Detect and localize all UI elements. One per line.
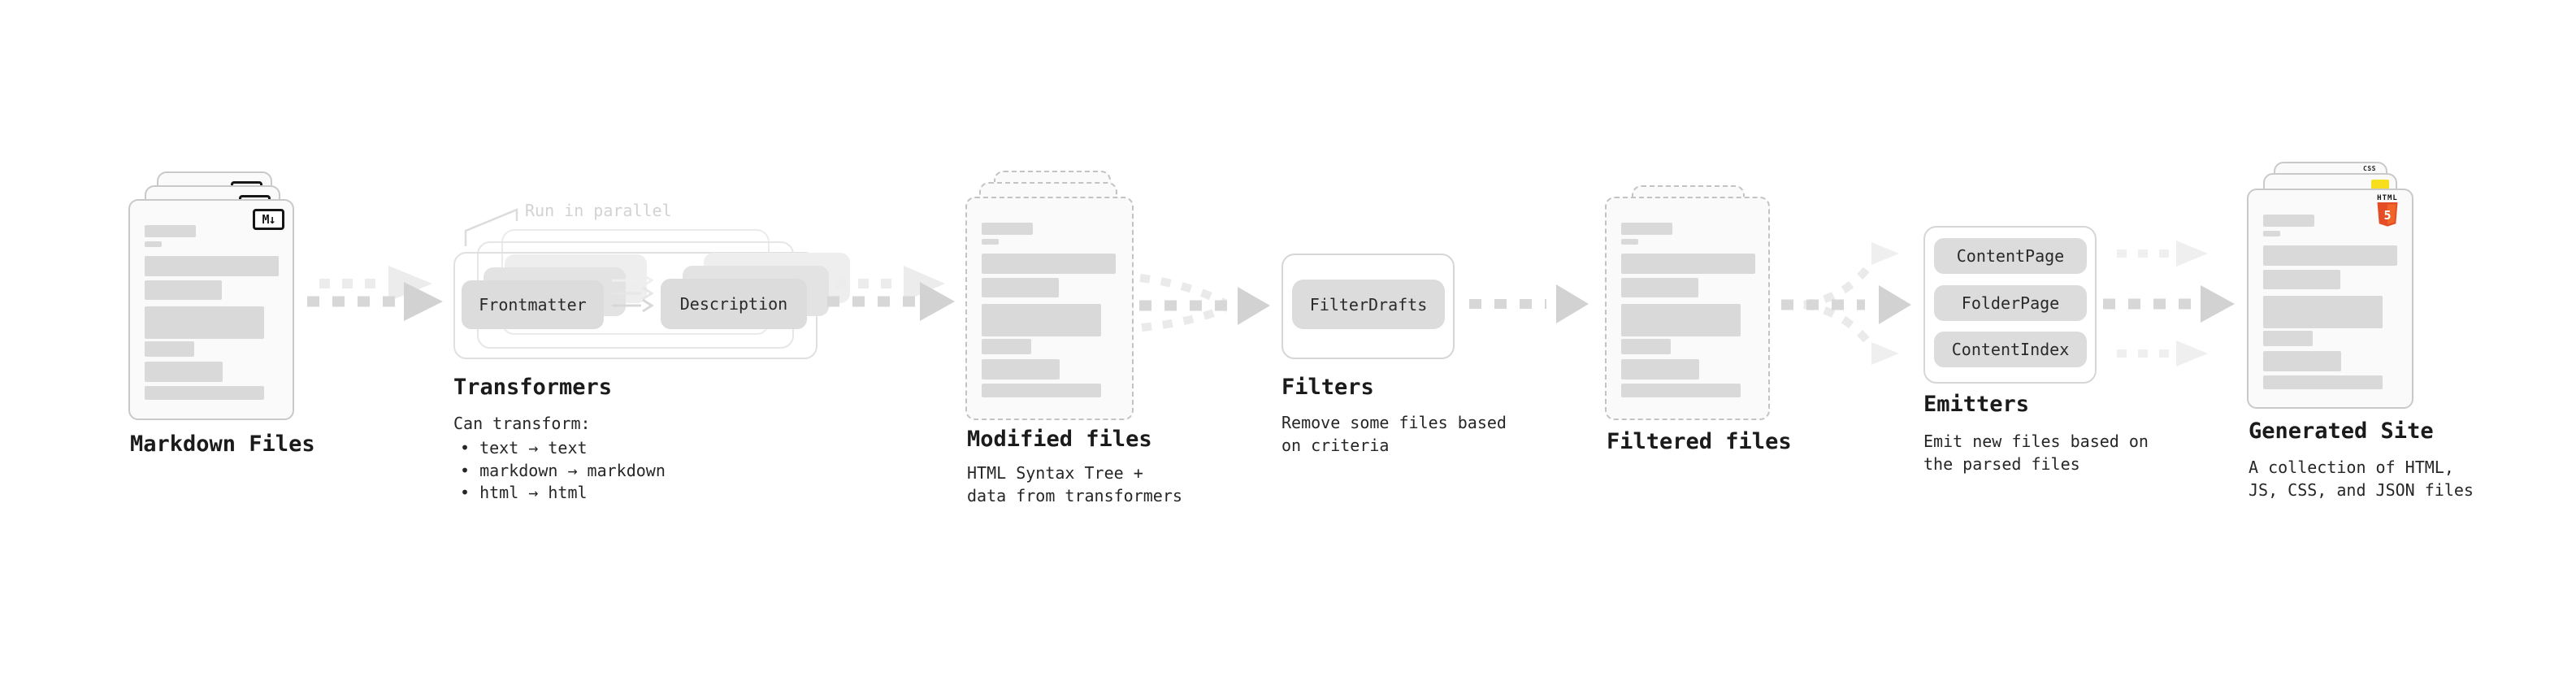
caption-line: data from transformers bbox=[967, 485, 1182, 505]
description-transformer-pill: Description bbox=[661, 279, 807, 329]
placeholder-bar bbox=[1621, 304, 1741, 336]
placeholder-bar bbox=[1621, 339, 1671, 354]
html5-icon: HTML 5 bbox=[2373, 194, 2402, 227]
placeholder-bar bbox=[982, 278, 1059, 297]
placeholder-bar bbox=[2263, 331, 2313, 346]
filterdrafts-pill: FilterDrafts bbox=[1292, 280, 1445, 329]
html5-shield: 5 bbox=[2377, 202, 2398, 227]
placeholder-bar bbox=[2263, 215, 2314, 227]
caption-line: the parsed files bbox=[1923, 453, 2080, 474]
transformer-bullet: • markdown → markdown bbox=[460, 460, 666, 480]
placeholder-bar bbox=[2263, 245, 2397, 266]
placeholder-bar bbox=[2263, 231, 2280, 236]
transformers-heading: Transformers bbox=[453, 375, 613, 400]
placeholder-bar bbox=[1621, 239, 1638, 245]
transformers-caption-title: Can transform: bbox=[453, 414, 591, 433]
generated-site-label: Generated Site bbox=[2249, 419, 2434, 444]
emitters-caption: Emit new files based on the parsed files bbox=[1923, 431, 2149, 475]
filtered-files-label: Filtered files bbox=[1607, 429, 1792, 454]
css-icon-label: CSS bbox=[2363, 165, 2376, 172]
placeholder-bar bbox=[982, 304, 1101, 336]
caption-line: Emit new files based on bbox=[1923, 432, 2149, 451]
frontmatter-transformer-pill: Frontmatter bbox=[462, 280, 604, 329]
transformers-bullets: • text → text • markdown → markdown • ht… bbox=[460, 437, 666, 505]
modified-files-caption: HTML Syntax Tree + data from transformer… bbox=[967, 462, 1182, 507]
arrow-markdown-to-transformers bbox=[307, 266, 443, 321]
transformer-flow-arrows bbox=[612, 273, 654, 313]
modified-files-label: Modified files bbox=[967, 427, 1152, 452]
placeholder-bar bbox=[145, 225, 196, 237]
markdown-file-card-front: M↓ bbox=[128, 199, 294, 420]
placeholder-bar bbox=[145, 362, 223, 382]
placeholder-bar bbox=[1621, 278, 1698, 297]
caption-line: HTML Syntax Tree + bbox=[967, 463, 1143, 483]
generated-html-file-card: HTML 5 bbox=[2247, 189, 2413, 409]
folderpage-pill: FolderPage bbox=[1934, 285, 2087, 321]
placeholder-bar bbox=[145, 341, 194, 357]
arrow-emitters-to-generated bbox=[2103, 241, 2235, 367]
placeholder-bar bbox=[1621, 223, 1672, 235]
modified-file-card-front bbox=[965, 197, 1134, 420]
placeholder-bar bbox=[145, 306, 264, 339]
placeholder-bar bbox=[145, 241, 162, 247]
placeholder-bar bbox=[2263, 296, 2383, 328]
filters-heading: Filters bbox=[1281, 375, 1374, 400]
placeholder-bar bbox=[145, 386, 264, 400]
caption-line: JS, CSS, and JSON files bbox=[2249, 479, 2474, 500]
arrow-modified-to-filters bbox=[1139, 274, 1270, 332]
placeholder-bar bbox=[1621, 384, 1741, 397]
contentindex-pill: ContentIndex bbox=[1934, 332, 2087, 367]
filtered-file-card-front bbox=[1605, 197, 1770, 420]
placeholder-bar bbox=[982, 339, 1031, 354]
svg-text:5: 5 bbox=[2383, 208, 2391, 223]
placeholder-bar bbox=[982, 254, 1116, 274]
caption-line: on criteria bbox=[1281, 435, 1390, 455]
placeholder-bar bbox=[982, 223, 1033, 235]
transformer-bullet: • text → text bbox=[460, 438, 588, 458]
caption-line: Remove some files based bbox=[1281, 413, 1507, 432]
arrow-filtered-to-emitters bbox=[1781, 242, 1911, 365]
placeholder-bar bbox=[145, 280, 222, 300]
placeholder-bar bbox=[982, 239, 999, 245]
transformer-bullet: • html → html bbox=[460, 483, 588, 502]
contentpage-pill: ContentPage bbox=[1934, 238, 2087, 274]
placeholder-bar bbox=[982, 384, 1101, 397]
placeholder-bar bbox=[1621, 359, 1699, 380]
emitters-heading: Emitters bbox=[1923, 392, 2030, 417]
placeholder-bar bbox=[1621, 254, 1755, 274]
html5-icon-label: HTML bbox=[2377, 194, 2398, 202]
run-in-parallel-callout-line bbox=[464, 208, 518, 246]
placeholder-bar bbox=[2263, 375, 2383, 389]
run-in-parallel-annotation: Run in parallel bbox=[525, 201, 672, 220]
placeholder-bar bbox=[145, 256, 279, 276]
placeholder-bar bbox=[2263, 351, 2341, 371]
filters-caption: Remove some files based on criteria bbox=[1281, 412, 1507, 457]
placeholder-bar bbox=[2263, 270, 2340, 289]
placeholder-bar bbox=[982, 359, 1060, 380]
arrow-transformers-to-modified bbox=[827, 266, 955, 321]
markdown-icon: M↓ bbox=[253, 209, 284, 230]
generated-site-caption: A collection of HTML, JS, CSS, and JSON … bbox=[2249, 457, 2474, 501]
markdown-files-label: Markdown Files bbox=[130, 432, 315, 457]
arrow-filters-to-filtered bbox=[1469, 284, 1589, 323]
caption-line: A collection of HTML, bbox=[2249, 458, 2454, 477]
